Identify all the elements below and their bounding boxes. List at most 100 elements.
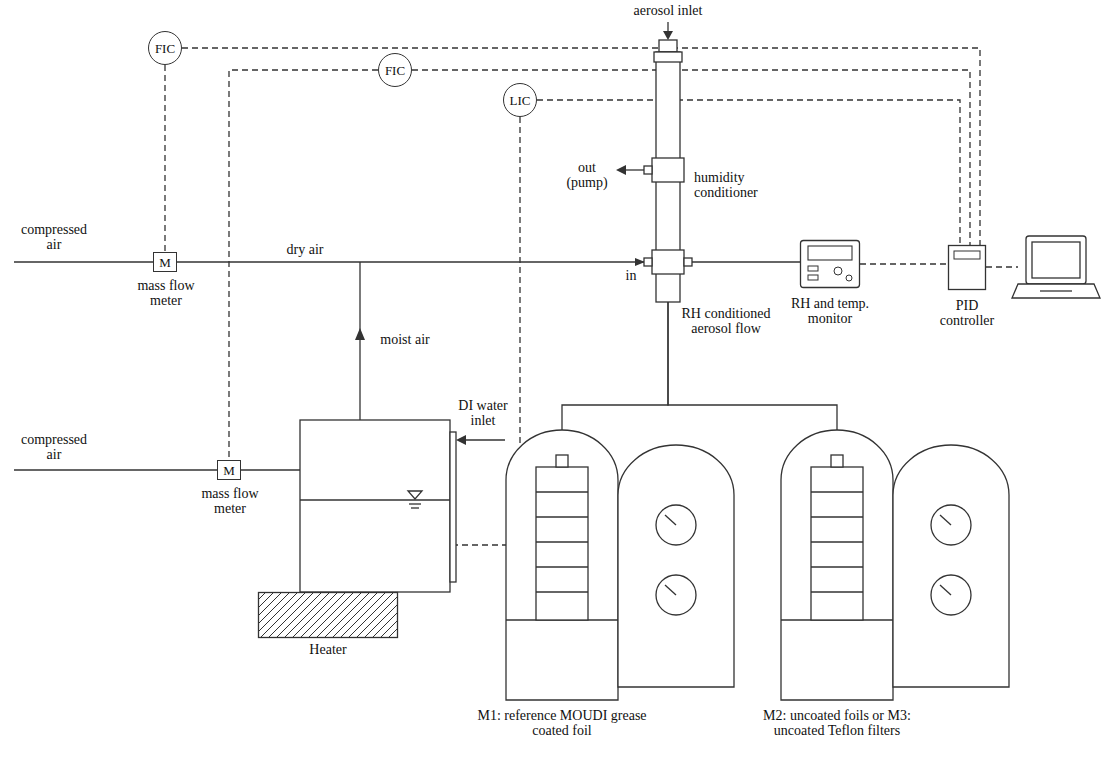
sight-glass [450,432,456,582]
node-caption: mass flow meter [197,486,263,517]
laptop-icon [1012,236,1100,298]
drawing-rect [808,266,818,271]
drawing-rect [811,467,863,620]
drawing-rect [949,246,986,290]
water-inlet-line [464,439,505,440]
flow-line [177,261,644,262]
drawing-rect [808,246,852,260]
drawing-line [811,541,863,542]
mass-flow-meter: Mmass flow meter [217,460,241,480]
moudi-impactor: M1: reference MOUDI grease coated foil [505,425,735,700]
drawing-path [893,445,1009,687]
drawing-circle [846,275,852,281]
laptop-keys [1040,290,1072,291]
drawing-rect [644,258,652,266]
node-label: M [223,464,235,477]
drawing-rect [654,52,682,62]
inlet-label: aerosol inlet [618,3,718,18]
signal-wire [412,70,970,245]
pid-controller-shape [948,245,986,290]
drawing-path [781,430,893,700]
arrowheads [355,31,673,445]
moudi-impactor: M2: uncoated foils or M3: uncoated Teflo… [780,425,1010,700]
water-level-symbol [409,503,421,504]
drawing-rect [801,241,860,288]
drawing-rect [556,455,568,467]
drawing-rect [954,251,980,259]
laptop-base [1012,284,1100,298]
arrowhead [663,31,673,40]
drawing-line [811,591,863,592]
drawing-rect [652,158,684,182]
water-level-symbol [411,507,419,508]
edge-label: dry air [275,242,335,257]
supply-label: compressed air [14,432,94,463]
moudi-impactor-shape [505,425,735,700]
drawing-rect [831,455,843,467]
drawing-rect [808,275,818,280]
moudi-impactor-shape [780,425,1010,700]
arrowhead [456,435,466,445]
drawing-line [536,516,588,517]
drawing-circle [656,505,696,545]
drawing-line [940,515,951,525]
humidity-conditioner: humidity conditioner [652,40,684,302]
port-label: in [621,268,641,283]
drawing-rect [659,40,677,52]
rh-temp-monitor: RH and temp. monitor [800,240,860,288]
signal-wire [860,263,948,264]
signal-wire [537,100,960,245]
node-label: M1: reference MOUDI grease coated foil [477,708,647,739]
signal-wire [229,70,378,460]
heater: Heater [258,592,398,638]
drawing-line [665,585,676,595]
flow-label: moist air [370,332,440,347]
humidifier-tank [300,420,456,592]
outlet-label: out (pump) [562,160,612,191]
drawing-line [811,491,863,492]
drawing-line [536,491,588,492]
heater-shape [258,592,398,638]
drawing-path [506,430,618,700]
drawing-circle [931,505,971,545]
drawing-line [665,515,676,525]
node-label: M2: uncoated foils or M3: uncoated Teflo… [737,708,937,739]
drawing-rect [684,258,692,266]
air-to-humidifier-line [241,469,300,470]
drawing-rect [644,166,652,174]
node-label: PID controller [927,298,1007,329]
drawing-circle [931,575,971,615]
signal-wire [164,65,165,252]
node-label: Heater [258,642,398,657]
drawing-line [536,541,588,542]
node-label: FIC [155,42,175,55]
node-label: LIC [510,94,531,107]
drawing-line [811,516,863,517]
laptop-display [1032,242,1080,278]
tank-body [300,420,450,592]
water-level-symbol [408,491,422,499]
flow-label: RH conditioned aerosol flow [676,306,776,337]
node-label: RH and temp. monitor [782,296,878,327]
drawing-line [940,585,951,595]
drawing-rect [259,593,398,638]
drawing-line [811,566,863,567]
pid-controller: PID controller [948,245,986,290]
flow-line [692,261,800,262]
rh-temp-monitor-shape [800,240,860,288]
inlet-label: DI water inlet [454,398,512,429]
water-level-line [300,499,450,500]
node-caption: mass flow meter [133,278,199,309]
mass-flow-meter: Mmass flow meter [153,252,177,272]
humidity-conditioner-shape [652,40,684,302]
compressed-air-line [14,261,153,262]
compressed-air-line [14,469,217,470]
arrowhead [355,328,365,340]
drawing-circle [834,267,842,275]
drawing-rect [652,250,684,274]
signal-wire [182,48,980,245]
level-controller-circle: LIC [503,83,537,117]
drawing-line [536,566,588,567]
node-label: FIC [385,64,405,77]
